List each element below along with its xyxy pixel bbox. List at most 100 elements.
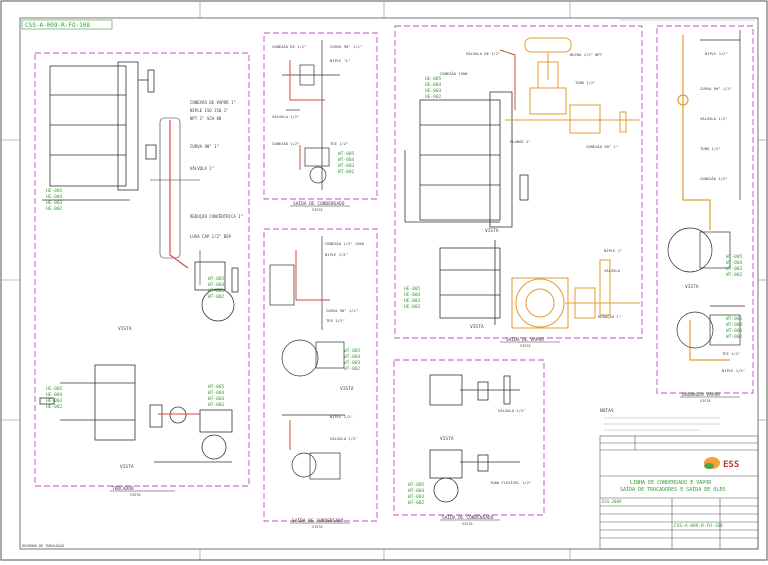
drawing-number-box bbox=[21, 19, 113, 30]
p5-caption: SAÍDA DE CONDENSADO bbox=[442, 513, 494, 521]
svg-text:REDUÇÃO 1": REDUÇÃO 1" bbox=[598, 314, 621, 319]
p5-subcaption: VISTA bbox=[462, 522, 473, 526]
p6-caption: DRENAGEM VAPOR bbox=[682, 392, 720, 398]
svg-text:WT-002: WT-002 bbox=[726, 272, 743, 278]
p4-caption: SAÍDA DE VAPOR bbox=[506, 335, 544, 343]
p4-top-view-label: VISTA bbox=[485, 228, 499, 234]
svg-text:WT-004: WT-004 bbox=[344, 354, 361, 360]
steam-drain-line bbox=[677, 35, 730, 361]
svg-text:NPT 1" SCH 80: NPT 1" SCH 80 bbox=[190, 116, 222, 121]
p2-subcaption: VISTA bbox=[312, 208, 323, 212]
svg-text:HE-003: HE-003 bbox=[404, 298, 421, 304]
svg-text:WT-004: WT-004 bbox=[208, 282, 225, 288]
svg-text:WT-004: WT-004 bbox=[726, 322, 743, 328]
svg-text:CONEXÃO DE VAPOR 1": CONEXÃO DE VAPOR 1" bbox=[190, 100, 236, 105]
svg-text:WT-005: WT-005 bbox=[408, 482, 425, 488]
p2-caption: SAÍDA DE CONDENSADO bbox=[293, 199, 345, 207]
svg-text:WT-002: WT-002 bbox=[338, 169, 355, 175]
svg-text:TEE 1/2": TEE 1/2" bbox=[326, 318, 344, 323]
svg-text:WT-004: WT-004 bbox=[338, 157, 355, 163]
exchanger-bottom bbox=[39, 364, 233, 463]
svg-text:HE-002: HE-002 bbox=[404, 304, 421, 310]
svg-text:HE-002: HE-002 bbox=[46, 404, 63, 410]
svg-text:WT-003: WT-003 bbox=[208, 396, 225, 402]
panel-drenagem-vapor bbox=[656, 25, 754, 394]
svg-text:HE-004: HE-004 bbox=[46, 392, 63, 398]
svg-text:WT-005: WT-005 bbox=[208, 276, 225, 282]
svg-text:NIPLE "L": NIPLE "L" bbox=[330, 58, 351, 63]
notes-title: NOTAS bbox=[600, 408, 614, 414]
svg-text:TUBO 1/2": TUBO 1/2" bbox=[700, 146, 721, 151]
p3-caption: SAÍDA DE CONDENSADO bbox=[292, 516, 344, 524]
drawing-number: CSS-A-009-R-FO-108 bbox=[25, 22, 90, 29]
svg-text:WT-005: WT-005 bbox=[208, 384, 225, 390]
p6-subcaption: VISTA bbox=[700, 399, 711, 403]
svg-text:BUCHA 1/2" NPT: BUCHA 1/2" NPT bbox=[570, 52, 603, 57]
panel-saida-condensado-2 bbox=[263, 228, 378, 522]
title-block bbox=[599, 435, 759, 550]
exchanger-top bbox=[42, 61, 157, 201]
p5-view-label: VISTA bbox=[440, 436, 454, 442]
svg-text:WT-002: WT-002 bbox=[408, 500, 425, 506]
svg-text:WT-004: WT-004 bbox=[408, 488, 425, 494]
svg-text:HE-002: HE-002 bbox=[46, 206, 63, 212]
condensate-line-red bbox=[169, 120, 189, 269]
condensate-pot bbox=[150, 117, 201, 285]
svg-text:CONEXÃO 150#: CONEXÃO 150# bbox=[440, 71, 468, 76]
svg-text:DESENHO DE TUBULAÇÃO: DESENHO DE TUBULAÇÃO bbox=[22, 543, 64, 548]
svg-text:WT-005: WT-005 bbox=[338, 151, 355, 157]
svg-text:LUVA CAP 1/2" BSP: LUVA CAP 1/2" BSP bbox=[190, 234, 232, 239]
p6-view-label: VISTA bbox=[685, 284, 699, 290]
svg-text:WT-005: WT-005 bbox=[344, 348, 361, 354]
svg-text:WT-002: WT-002 bbox=[344, 366, 361, 372]
svg-text:NIPLE 1/2": NIPLE 1/2" bbox=[705, 51, 728, 56]
svg-text:HE-004: HE-004 bbox=[425, 82, 442, 88]
butterfly-valve bbox=[511, 259, 640, 329]
svg-text:WT-002: WT-002 bbox=[208, 294, 225, 300]
p1-subcaption: VISTA bbox=[130, 493, 141, 497]
svg-text:FLANGE 1": FLANGE 1" bbox=[510, 139, 531, 144]
svg-text:HE-004: HE-004 bbox=[404, 292, 421, 298]
svg-text:VÁLVULA: VÁLVULA bbox=[604, 268, 621, 273]
svg-text:VÁLVULA DE 1/2": VÁLVULA DE 1/2" bbox=[466, 51, 500, 56]
svg-text:NIPLE 1/2": NIPLE 1/2" bbox=[330, 414, 353, 419]
svg-text:CONEXÃO 1/2": CONEXÃO 1/2" bbox=[700, 176, 727, 181]
drawing-number-block: CSS-A-009-R-FO-108 bbox=[674, 523, 723, 529]
svg-text:CURVA 90° 1/2": CURVA 90° 1/2" bbox=[326, 308, 358, 313]
svg-text:WT-003: WT-003 bbox=[726, 328, 743, 334]
svg-text:TUBO FLEXÍVEL 1/2": TUBO FLEXÍVEL 1/2" bbox=[490, 480, 531, 485]
svg-text:HE-003: HE-003 bbox=[425, 88, 442, 94]
p4-bottom-view-label: VISTA bbox=[470, 324, 484, 330]
panel-saida-vapor bbox=[394, 25, 643, 339]
svg-text:HE-004: HE-004 bbox=[46, 194, 63, 200]
svg-text:VÁLVULA 1/2": VÁLVULA 1/2" bbox=[498, 408, 525, 413]
drawing-title-1: LINHA DE CONDENSADO E VAPOR bbox=[630, 480, 712, 486]
svg-text:HE-002: HE-002 bbox=[425, 94, 442, 100]
p1-top-view-label: VISTA bbox=[118, 326, 132, 332]
p4-subcaption: VISTA bbox=[520, 344, 531, 348]
svg-text:CURVA 90° 1": CURVA 90° 1" bbox=[190, 144, 219, 149]
svg-text:TUBO 1/2": TUBO 1/2" bbox=[575, 80, 596, 85]
svg-text:ESS-2009: ESS-2009 bbox=[602, 499, 622, 504]
steam-trap-p1 bbox=[194, 261, 239, 322]
svg-text:VÁLVULA 1/2": VÁLVULA 1/2" bbox=[330, 436, 357, 441]
svg-text:VÁLVULA 1/2": VÁLVULA 1/2" bbox=[700, 116, 727, 121]
svg-text:WT-003: WT-003 bbox=[726, 266, 743, 272]
p3-subcaption: VISTA bbox=[312, 525, 323, 529]
svg-text:HE-003: HE-003 bbox=[46, 200, 63, 206]
svg-text:NIPLE ISO 150 1": NIPLE ISO 150 1" bbox=[190, 108, 229, 113]
svg-text:CONEXÃO 90° 1": CONEXÃO 90° 1" bbox=[586, 144, 618, 149]
svg-text:TEE 1/2": TEE 1/2" bbox=[722, 351, 740, 356]
svg-text:WT-003: WT-003 bbox=[208, 288, 225, 294]
svg-text:WT-003: WT-003 bbox=[338, 163, 355, 169]
svg-text:WT-005: WT-005 bbox=[726, 254, 743, 260]
p1-caption: TROCADOR bbox=[112, 486, 134, 492]
inner-frame bbox=[19, 17, 759, 550]
svg-text:HE-005: HE-005 bbox=[46, 188, 63, 194]
control-valve-top bbox=[505, 37, 640, 134]
svg-text:HE-003: HE-003 bbox=[46, 398, 63, 404]
svg-text:WT-003: WT-003 bbox=[408, 494, 425, 500]
svg-text:VÁLVULA 1/2": VÁLVULA 1/2" bbox=[272, 114, 299, 119]
